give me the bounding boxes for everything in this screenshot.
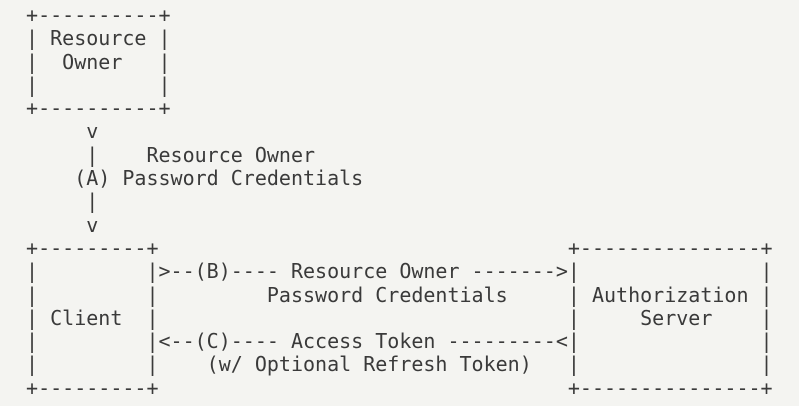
oauth-password-credentials-flow-diagram: +----------+ | Resource | | Owner | | | … bbox=[26, 3, 773, 400]
